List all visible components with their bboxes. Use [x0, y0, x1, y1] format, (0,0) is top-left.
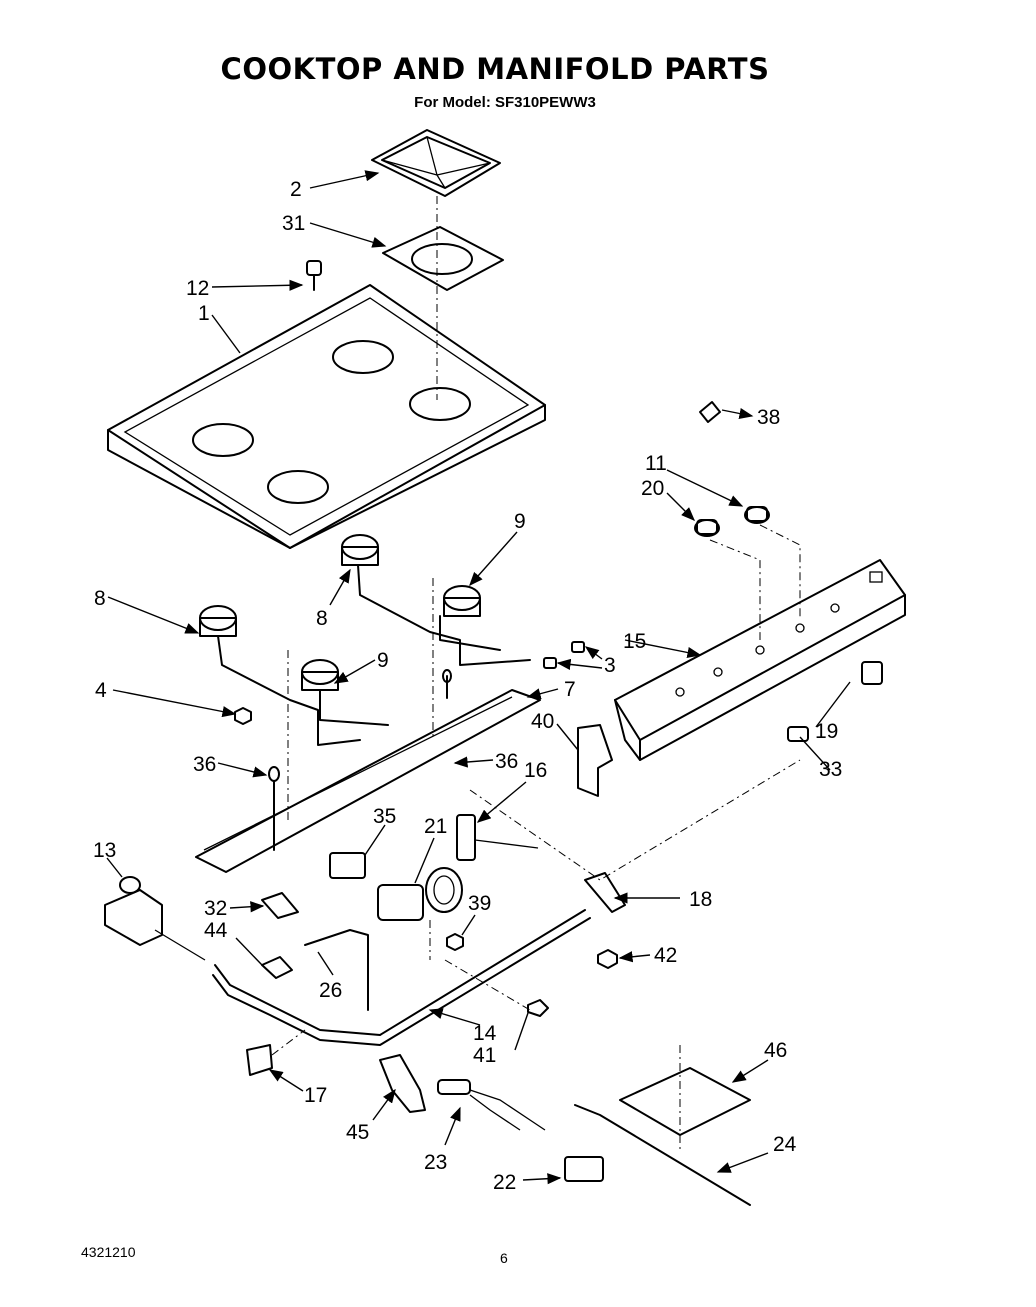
callout-36a: 36 — [193, 753, 216, 776]
callout-7: 7 — [564, 678, 576, 701]
callout-38: 38 — [757, 406, 780, 429]
grate-part — [371, 129, 501, 400]
callout-8b: 8 — [94, 587, 106, 610]
bracket-part — [577, 724, 613, 797]
callout-31: 31 — [282, 212, 305, 235]
callout-2: 2 — [290, 178, 302, 201]
fitting-part — [261, 956, 293, 979]
callout-1: 1 — [198, 302, 210, 325]
callout-12: 12 — [186, 277, 209, 300]
igniter-part — [564, 1156, 604, 1182]
callout-16: 16 — [524, 759, 547, 782]
connector-dashline — [469, 759, 801, 881]
screw-part — [306, 260, 322, 291]
callout-18: 18 — [689, 888, 712, 911]
callout-41: 41 — [473, 1044, 496, 1067]
callout-45: 45 — [346, 1121, 369, 1144]
callout-9b: 9 — [377, 649, 389, 672]
callout-42: 42 — [654, 944, 677, 967]
page-title: COOKTOP AND MANIFOLD PARTS — [220, 52, 770, 86]
manifold-panel-part — [614, 559, 906, 761]
callout-13: 13 — [93, 839, 116, 862]
clip-part — [699, 401, 721, 423]
callout-44: 44 — [204, 919, 228, 942]
callout-40: 40 — [531, 710, 554, 733]
callout-22: 22 — [493, 1171, 516, 1194]
callout-11: 11 — [645, 452, 667, 475]
pipe-bracket-dashline — [271, 1029, 306, 1056]
burner-assembly-right — [341, 534, 531, 740]
callout-26: 26 — [319, 979, 342, 1002]
spark-electrode-parts — [268, 669, 452, 851]
callout-3: 3 — [604, 654, 616, 677]
page-number: 6 — [500, 1250, 508, 1266]
burner-tube-part — [574, 1104, 751, 1206]
heat-shield-part — [619, 1067, 751, 1136]
callout-15: 15 — [623, 630, 646, 653]
callout-39: 39 — [468, 892, 491, 915]
callout-9a: 9 — [514, 510, 526, 533]
nut-part — [234, 707, 252, 725]
pipe-bracket-part — [246, 1044, 273, 1076]
callout-32: 32 — [204, 897, 227, 920]
cooktop-part — [107, 284, 546, 549]
grommet-part — [787, 726, 809, 742]
burner-support-part — [195, 675, 541, 873]
switch-part — [861, 661, 883, 685]
callout-17: 17 — [304, 1084, 327, 1107]
callout-36b: 36 — [495, 750, 518, 773]
callout-19: 19 — [815, 720, 838, 743]
mount-bracket-part — [584, 872, 626, 913]
callout-23: 23 — [424, 1151, 447, 1174]
manifold-pipe-part — [212, 909, 591, 1046]
burner-igniter-part — [379, 1054, 426, 1113]
igniter-wire-part — [437, 1079, 546, 1131]
callout-33: 33 — [819, 758, 842, 781]
tube-part — [304, 929, 369, 1011]
screw-part-2 — [597, 949, 618, 969]
callout-20: 20 — [641, 477, 664, 500]
screw-part-3 — [527, 999, 549, 1017]
orifice-parts — [543, 641, 585, 669]
model-subtitle: For Model: SF310PEWW3 — [414, 94, 596, 111]
callout-35: 35 — [373, 805, 396, 828]
clamp-part — [261, 892, 299, 919]
callout-21: 21 — [424, 815, 447, 838]
callout-24: 24 — [773, 1133, 797, 1156]
thermostat-part — [104, 876, 206, 961]
knob-parts — [694, 506, 801, 640]
spacer-part — [446, 933, 464, 951]
callout-14: 14 — [473, 1022, 497, 1045]
regulator-part — [456, 814, 539, 861]
valve-part — [377, 867, 463, 921]
callout-46: 46 — [764, 1039, 787, 1062]
callout-labels: 2 31 12 1 38 11 20 9 8 8 9 15 3 4 7 40 1… — [93, 178, 842, 1194]
callout-4: 4 — [95, 679, 107, 702]
document-number: 4321210 — [81, 1244, 136, 1260]
leader-lines — [106, 170, 851, 1185]
spark-module-part — [329, 852, 366, 879]
callout-8a: 8 — [316, 607, 328, 630]
burner-bowl-part — [382, 226, 504, 291]
